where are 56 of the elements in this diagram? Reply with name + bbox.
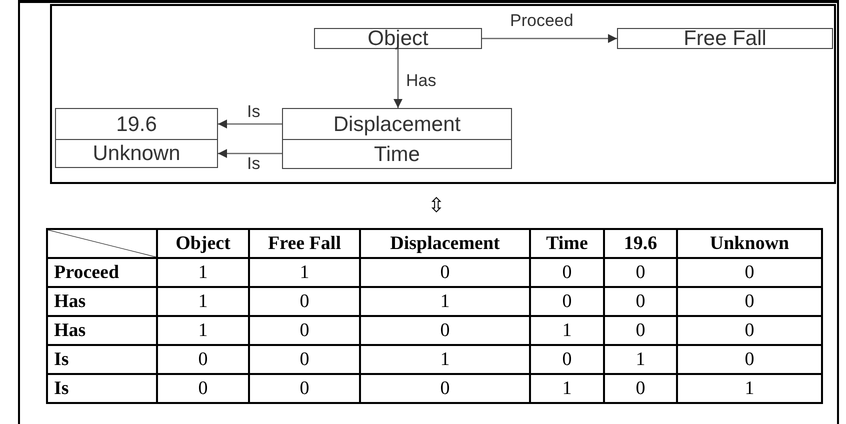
row-header: Has [47,316,157,345]
table-cell: 0 [677,258,822,287]
concept-box: Time [282,139,512,169]
concept-box: Free Fall [617,28,833,49]
table-cell: 0 [677,316,822,345]
table-cell: 0 [249,316,360,345]
concept-box: Object [314,28,482,49]
row-header: Is [47,374,157,403]
arrow [218,120,282,128]
table-cell: 1 [157,258,249,287]
row-header: Has [47,287,157,316]
table-cell: 1 [360,345,530,374]
table-cell: 1 [360,287,530,316]
concept-box: Displacement [282,108,512,140]
table-cell: 0 [604,316,677,345]
table-cell: 1 [530,316,604,345]
table-cell: 0 [604,374,677,403]
column-header: Unknown [677,229,822,258]
concept-box: 19.6 [55,108,218,140]
table-cell: 0 [249,345,360,374]
table-cell: 0 [677,287,822,316]
table-cell: 0 [157,374,249,403]
column-header: Time [530,229,604,258]
table-cell: 0 [157,345,249,374]
table-cell: 1 [157,287,249,316]
table-cell: 0 [677,345,822,374]
table-cell: 0 [530,345,604,374]
table-cell: 0 [249,287,360,316]
edge-label: Has [406,72,436,89]
table-cell: 1 [249,258,360,287]
arrow [218,149,282,158]
row-header: Is [47,345,157,374]
column-header: Displacement [360,229,530,258]
table-cell: 0 [249,374,360,403]
column-header: Free Fall [249,229,360,258]
table-cell: 0 [360,258,530,287]
table-cell: 1 [604,345,677,374]
table-cell: 1 [157,316,249,345]
column-header: Object [157,229,249,258]
table-cell: 0 [604,287,677,316]
table-cell: 0 [530,287,604,316]
row-header: Proceed [47,258,157,287]
arrow [394,49,402,108]
edge-label: Is [247,103,260,120]
table-cell: 1 [530,374,604,403]
table-cell: 0 [360,374,530,403]
table-cell: 0 [360,316,530,345]
arrow [482,34,617,43]
double-arrow-symbol: ⇳ [428,195,445,215]
table-cell: 0 [604,258,677,287]
column-header: 19.6 [604,229,677,258]
edge-label: Is [247,155,260,172]
concept-box: Unknown [55,139,218,168]
table-cell: 1 [677,374,822,403]
edge-label: Proceed [510,12,574,29]
table-cell: 0 [530,258,604,287]
